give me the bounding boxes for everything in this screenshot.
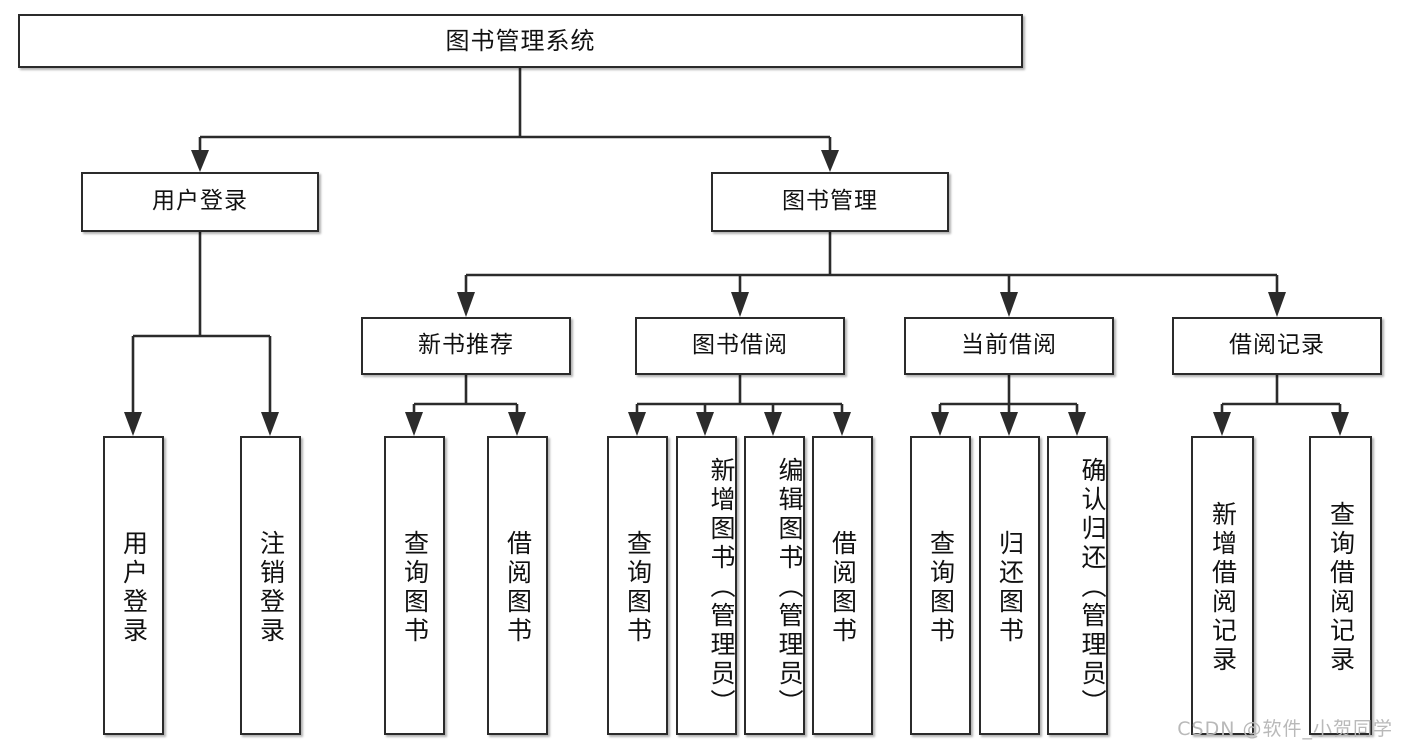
node-root-book-management-system[interactable]: 图书管理系统 — [18, 14, 1023, 68]
node-user-login[interactable]: 用户登录 — [81, 172, 319, 232]
node-new-book-recommend[interactable]: 新书推荐 — [361, 317, 571, 375]
leaf-confirm-return-admin[interactable]: 确认归还（管理员） — [1047, 436, 1108, 735]
node-book-borrow[interactable]: 图书借阅 — [635, 317, 845, 375]
leaf-query-book-recommend[interactable]: 查询图书 — [384, 436, 445, 735]
node-current-borrow[interactable]: 当前借阅 — [904, 317, 1114, 375]
leaf-query-book-borrow[interactable]: 查询图书 — [607, 436, 668, 735]
leaf-logout[interactable]: 注销登录 — [240, 436, 301, 735]
leaf-borrow-book-recommend[interactable]: 借阅图书 — [487, 436, 548, 735]
watermark: CSDN @软件_小贺同学 — [1177, 718, 1393, 740]
leaf-borrow-book[interactable]: 借阅图书 — [812, 436, 873, 735]
leaf-query-borrow-record[interactable]: 查询借阅记录 — [1309, 436, 1372, 735]
node-borrow-record[interactable]: 借阅记录 — [1172, 317, 1382, 375]
node-book-management[interactable]: 图书管理 — [711, 172, 949, 232]
leaf-return-book[interactable]: 归还图书 — [979, 436, 1040, 735]
leaf-query-book-current[interactable]: 查询图书 — [910, 436, 971, 735]
leaf-add-borrow-record[interactable]: 新增借阅记录 — [1191, 436, 1254, 735]
leaf-add-book-admin[interactable]: 新增图书（管理员） — [676, 436, 737, 735]
leaf-edit-book-admin[interactable]: 编辑图书（管理员） — [744, 436, 805, 735]
leaf-user-login[interactable]: 用户登录 — [103, 436, 164, 735]
